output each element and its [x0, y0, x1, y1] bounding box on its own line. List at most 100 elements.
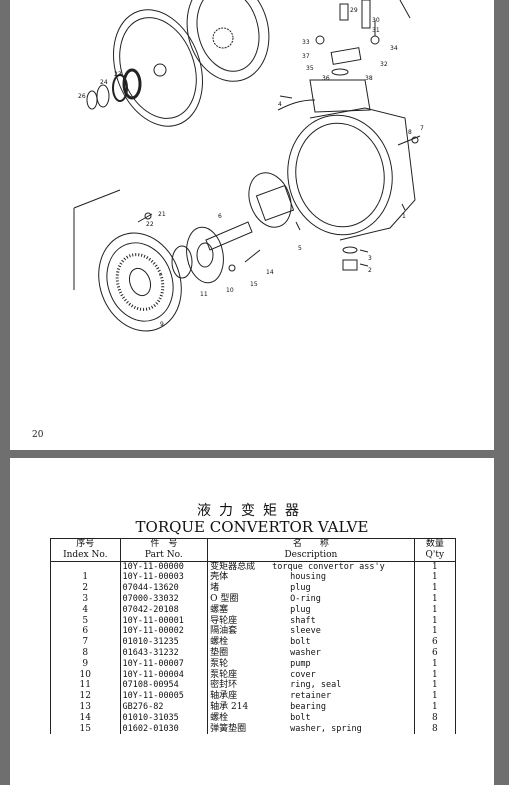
part-no-cell: 07108-00954 [119, 680, 209, 692]
description-en: O-ring [290, 593, 321, 604]
description-cn: 螺栓 [210, 712, 229, 723]
description-cn: 螺栓 [210, 637, 229, 648]
qty-cell: 1 [413, 572, 457, 584]
qty-cell: 1 [413, 669, 457, 681]
header-part-no: 件 号 Part No. [119, 538, 209, 562]
callout-label: 15 [250, 281, 258, 288]
header-description: 名 称 Description [207, 538, 415, 562]
description-cn: 堵 [210, 583, 220, 594]
description-en: housing [290, 572, 326, 583]
qty-cell: 1 [413, 604, 457, 616]
callout-label: 21 [158, 211, 166, 218]
description-en: washer, spring [290, 723, 362, 734]
description-cn: 泵轮座 [210, 669, 238, 680]
index-cell: 7 [50, 637, 121, 648]
callout-label: 38 [365, 75, 373, 82]
description-cn: 导轮座 [210, 615, 238, 626]
description-cell: 堵 plug [207, 583, 415, 594]
description-en: pump [290, 658, 311, 669]
description-en: ring, seal [290, 680, 342, 691]
callout-label: 3 [368, 255, 372, 262]
description-cn: 隔油套 [210, 626, 238, 637]
callout-label: 1 [402, 213, 406, 220]
part-no-cell: 10Y-11-00003 [119, 572, 209, 584]
description-en: sleeve [290, 626, 321, 637]
index-cell: 8 [50, 647, 121, 659]
description-en: retainer [290, 691, 332, 702]
index-cell: 6 [50, 626, 121, 638]
description-cn: 密封环 [210, 680, 238, 691]
qty-cell: 8 [413, 723, 457, 735]
qty-cell: 1 [413, 701, 457, 713]
qty-cell: 1 [413, 615, 457, 627]
part-no-cell: 01602-01030 [119, 723, 209, 735]
callout-label: 24 [100, 79, 108, 86]
index-cell: 12 [50, 691, 121, 702]
callout-label: 2 [368, 267, 372, 274]
description-en: torque convertor ass'y [272, 561, 385, 572]
parts-table: 序号 Index No. 件 号 Part No. 名 称 Descriptio… [50, 538, 457, 735]
index-cell: 15 [50, 723, 121, 735]
qty-cell: 1 [413, 626, 457, 638]
qty-cell: 1 [413, 593, 457, 605]
qty-cell: 6 [413, 637, 457, 648]
callout-label: 34 [390, 45, 398, 52]
index-cell: 4 [50, 604, 121, 616]
callout-label: 4 [278, 101, 282, 108]
description-cn: 轴承座 [210, 691, 238, 702]
description-cell: 轴承座 retainer [207, 691, 415, 702]
callout-label: 7 [420, 125, 424, 132]
stator-shaft [248, 172, 292, 228]
qty-cell: 1 [413, 561, 457, 573]
callout-label: 29 [350, 7, 358, 14]
part-no-cell: 01643-31232 [119, 647, 209, 659]
index-cell: 14 [50, 712, 121, 724]
index-cell [50, 561, 121, 573]
description-cn: 壳体 [210, 572, 229, 583]
index-cell: 11 [50, 680, 121, 692]
part-no-cell: 07042-20108 [119, 604, 209, 616]
description-cn: O 型圈 [210, 593, 239, 604]
callout-label: 23 [114, 71, 122, 78]
part-no-cell: 10Y-11-00004 [119, 669, 209, 681]
description-cell: 隔油套 sleeve [207, 626, 415, 638]
qty-cell: 1 [413, 680, 457, 692]
title-chinese: 液力变矩器 [197, 503, 307, 519]
callout-label: 10 [226, 287, 234, 294]
description-en: washer [290, 647, 321, 658]
part-no-cell: 10Y-11-00001 [119, 615, 209, 627]
callout-label: 33 [302, 39, 310, 46]
callout-label: 5 [298, 245, 302, 252]
header-qty: 数量 Q'ty [413, 538, 457, 562]
valve-body [339, 3, 349, 21]
description-en: bolt [290, 712, 311, 723]
callout-label: 26 [78, 93, 86, 100]
index-cell: 1 [50, 572, 121, 584]
sleeve [205, 221, 253, 251]
qty-cell: 1 [413, 583, 457, 594]
description-en: plug [290, 583, 311, 594]
description-en: shaft [290, 615, 316, 626]
part-no-cell: GB276-82 [119, 701, 209, 713]
callout-label: 9 [160, 321, 164, 328]
pump-wheel [98, 232, 182, 332]
